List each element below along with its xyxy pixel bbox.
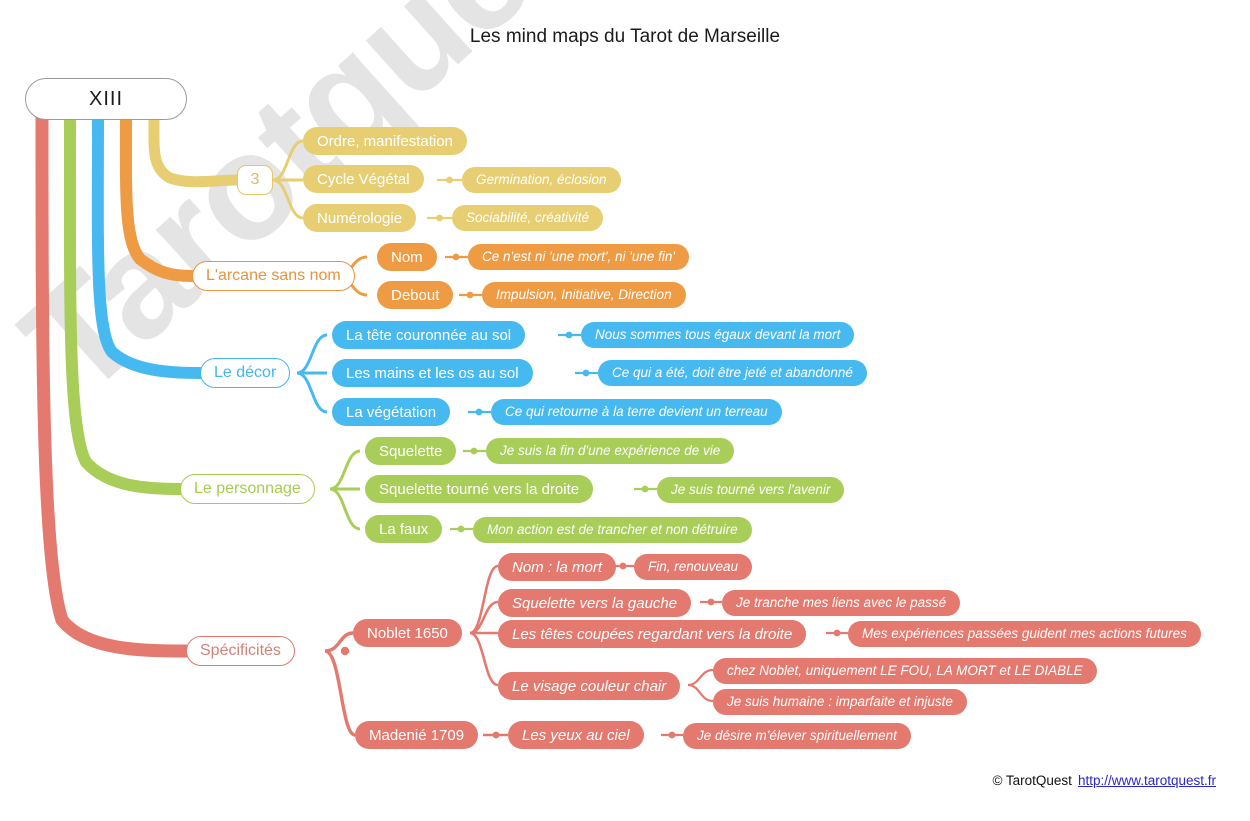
node-visage-couleur-chair[interactable]: Le visage couleur chair [498, 672, 681, 700]
leaf-je-desire-melever[interactable]: Je désire m'élever spirituellement [683, 723, 911, 749]
node-debout[interactable]: Debout [377, 281, 454, 309]
node-ordre-manifestation[interactable]: Ordre, manifestation [303, 127, 467, 155]
links-red [324, 631, 356, 737]
node-madenie-1709[interactable]: Madenié 1709 [355, 721, 479, 749]
node-tetes-coupees[interactable]: Les têtes coupées regardant vers la droi… [498, 620, 807, 648]
page-title: Les mind maps du Tarot de Marseille [469, 26, 781, 47]
copyright-text: © TarotQuest [992, 773, 1072, 788]
node-noblet-1650[interactable]: Noblet 1650 [353, 619, 462, 647]
node-numerologie[interactable]: Numérologie [303, 204, 417, 232]
leaf-je-suis-tourne-vers-lavenir[interactable]: Je suis tourné vers l'avenir [657, 477, 845, 503]
leaf-mes-experiences-passees[interactable]: Mes expériences passées guident mes acti… [848, 621, 1201, 647]
leaf-sociabilite-creativite[interactable]: Sociabilité, créativité [452, 205, 604, 231]
footer: © TarotQuest http://www.tarotquest.fr [992, 773, 1216, 788]
leaf-chez-noblet-uniquement[interactable]: chez Noblet, uniquement LE FOU, LA MORT … [713, 658, 1097, 684]
link-dots-yellow [436, 176, 453, 222]
node-nom-la-mort[interactable]: Nom : la mort [498, 553, 617, 581]
branch-node-arcane-sans-nom[interactable]: L'arcane sans nom [192, 261, 355, 291]
node-squelette-vers-la-gauche[interactable]: Squelette vers la gauche [498, 589, 692, 617]
branch-node-le-decor[interactable]: Le décor [200, 358, 291, 388]
node-squelette[interactable]: Squelette [365, 437, 457, 465]
node-nom[interactable]: Nom [377, 243, 437, 271]
leaf-ce-nest-ni-une-mort[interactable]: Ce n'est ni 'une mort', ni 'une fin' [468, 244, 689, 270]
leaf-mon-action-est-de-trancher[interactable]: Mon action est de trancher et non détrui… [473, 517, 752, 543]
leaf-je-tranche-mes-liens[interactable]: Je tranche mes liens avec le passé [722, 590, 961, 616]
node-squelette-tourne-droite[interactable]: Squelette tourné vers la droite [365, 475, 594, 503]
branch-node-3[interactable]: 3 [237, 165, 273, 195]
root-node-xiii[interactable]: XIII [25, 78, 187, 120]
leaf-impulsion-initiative-direction[interactable]: Impulsion, Initiative, Direction [482, 282, 686, 308]
links-green [329, 449, 361, 531]
links-blue [296, 333, 328, 414]
leaf-ce-qui-a-ete[interactable]: Ce qui a été, doit être jeté et abandonn… [598, 360, 867, 386]
tarotquest-link[interactable]: http://www.tarotquest.fr [1077, 773, 1216, 788]
branch-node-le-personnage[interactable]: Le personnage [180, 474, 315, 504]
links-yellow [272, 139, 304, 220]
leaf-germination-eclosion[interactable]: Germination, éclosion [462, 167, 621, 193]
leaf-ce-qui-retourne-a-la-terre[interactable]: Ce qui retourne à la terre devient un te… [491, 399, 782, 425]
leaf-nous-sommes-tous-egaux[interactable]: Nous sommes tous égaux devant la mort [581, 322, 855, 348]
node-la-faux[interactable]: La faux [365, 515, 443, 543]
node-la-vegetation[interactable]: La végétation [332, 398, 451, 426]
leaf-je-suis-la-fin[interactable]: Je suis la fin d'une expérience de vie [486, 438, 735, 464]
node-tete-couronnee[interactable]: La tête couronnée au sol [332, 321, 526, 349]
node-cycle-vegetal[interactable]: Cycle Végétal [303, 165, 424, 193]
node-les-yeux-au-ciel[interactable]: Les yeux au ciel [508, 721, 644, 749]
node-mains-et-os[interactable]: Les mains et les os au sol [332, 359, 533, 387]
leaf-fin-renouveau[interactable]: Fin, renouveau [634, 554, 753, 580]
branch-node-specificites[interactable]: Spécificités [186, 636, 295, 666]
leaf-je-suis-humaine[interactable]: Je suis humaine : imparfaite et injuste [713, 689, 967, 715]
